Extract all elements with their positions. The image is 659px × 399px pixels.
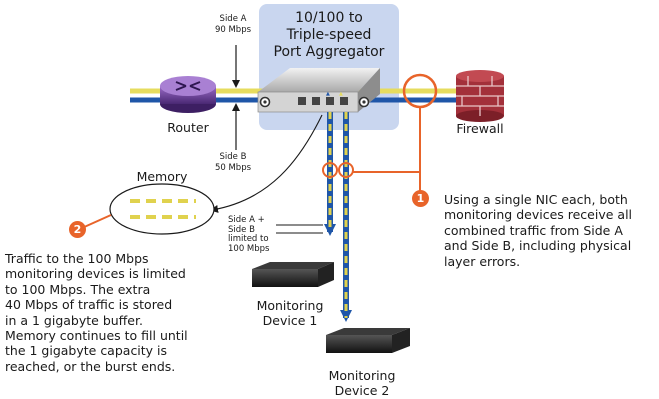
callout-badge-1: 1 xyxy=(412,190,429,207)
monitoring-device-2-label: Monitoring Device 2 xyxy=(328,368,396,398)
callout-badge-2: 2 xyxy=(69,221,86,238)
callout-1-text: Using a single NIC each, both monitoring… xyxy=(444,192,633,269)
aggregator-title: 10/100 to Triple-speed Port Aggregator xyxy=(273,10,385,60)
svg-text:▲: ▲ xyxy=(339,91,343,97)
side-b-label: Side B 50 Mbps xyxy=(214,152,252,173)
firewall-icon xyxy=(456,70,504,122)
aggregator-device: ▲ ▲ xyxy=(257,68,380,113)
svg-text:▲: ▲ xyxy=(326,91,330,97)
callout-2-text: Traffic to the 100 Mbps monitoring devic… xyxy=(5,251,188,374)
combined-traffic-label: Side A + Side B limited to 100 Mbps xyxy=(228,215,270,254)
router-icon xyxy=(160,76,216,113)
side-a-label: Side A 90 Mbps xyxy=(214,14,252,35)
monitoring-device-2-icon xyxy=(326,328,410,353)
memory-buffer xyxy=(109,183,215,235)
router-label: Router xyxy=(167,120,209,135)
firewall-label: Firewall xyxy=(456,121,504,136)
memory-label: Memory xyxy=(136,169,188,184)
monitoring-device-1-label: Monitoring Device 1 xyxy=(256,298,324,328)
monitoring-device-1-icon xyxy=(252,262,334,287)
